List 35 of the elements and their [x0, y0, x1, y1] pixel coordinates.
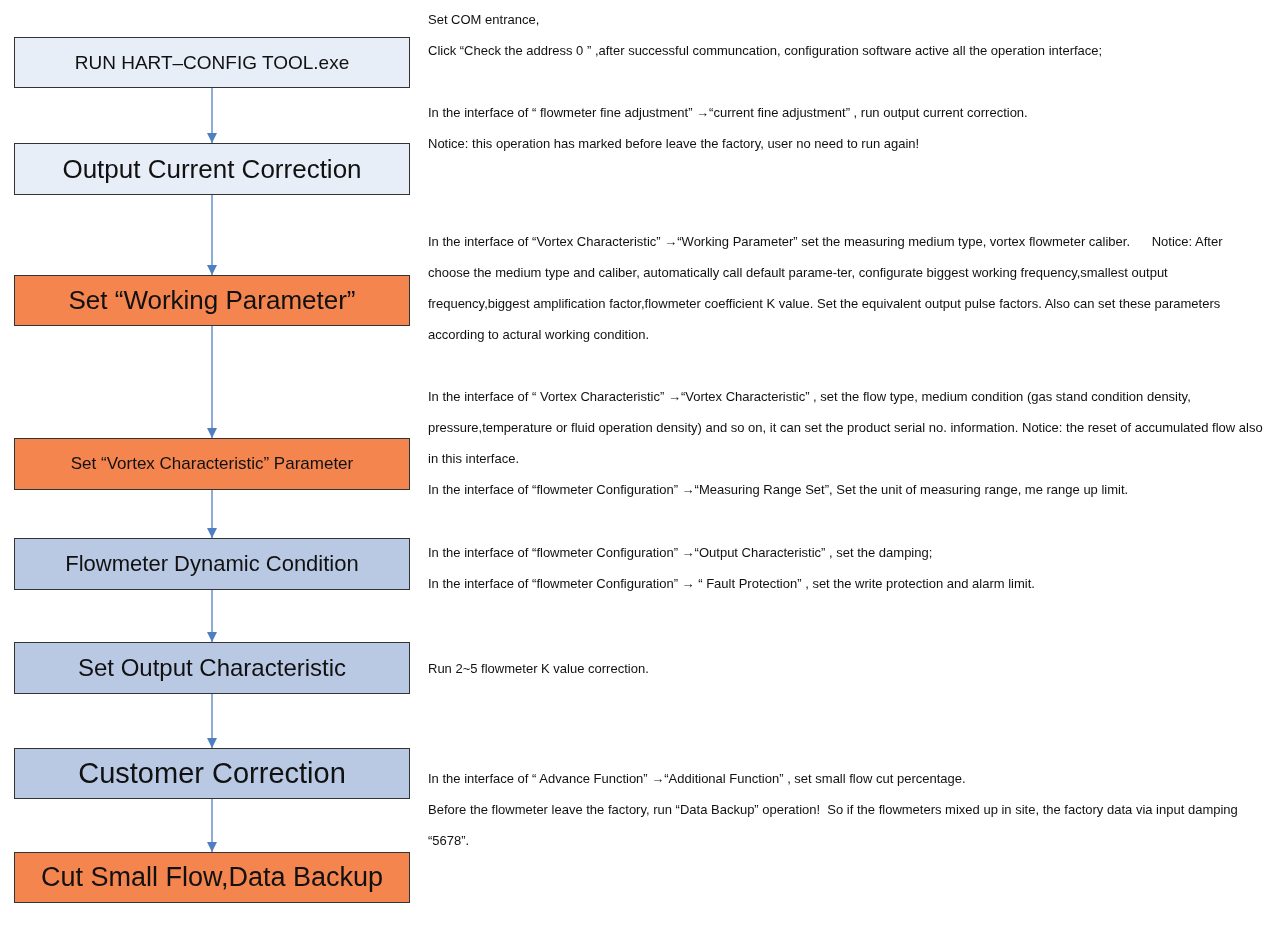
- step-description: Notice: this operation has marked before leave the factory, user no need to run again!: [428, 135, 921, 153]
- step-description: Click “Check the address 0 ” ,after successful communcation, configuration software active all the operation interface;: [428, 42, 1104, 60]
- process-box: [14, 143, 410, 195]
- arrow: [207, 489, 217, 539]
- step-description: Before the flowmeter leave the factory, run “Data Backup” operation! So if the flowmeters mixed up in site, the factory data via input damping “5678”.: [428, 801, 1239, 850]
- arrow: [207, 693, 217, 749]
- process-box: [14, 275, 410, 326]
- process-box: [14, 538, 410, 590]
- step-description: In the interface of “ Vortex Characteristic” →“Vortex Characteristic” , set the flow type, medium condition (gas stand condition density, pressure,temperature or fluid operation density) and so on, it can set the product serial no. information. Notice: the reset of accumulated flow also in this interface.: [428, 388, 1264, 468]
- step-description: Run 2~5 flowmeter K value correction.: [428, 660, 650, 678]
- process-box: [14, 438, 410, 490]
- step-label: Cut Small Flow,Data Backup: [40, 862, 384, 893]
- step-label: RUN HART–CONFIG TOOL.exe: [74, 51, 350, 74]
- arrow: [207, 589, 217, 643]
- step-description: In the interface of “flowmeter Configuration” → “ Fault Protection” , set the write protection and alarm limit.: [428, 575, 1036, 593]
- step-label: Flowmeter Dynamic Condition: [65, 551, 359, 577]
- step-label: Customer Correction: [78, 757, 346, 790]
- step-description: In the interface of “Vortex Characteristic” →“Working Parameter” set the measuring medium type, vortex flowmeter caliber. Notice: After choose the medium type and caliber, automatically call default parame-ter, configurate biggest working frequency,smallest output frequency,biggest amplification factor,flowmeter coefficient K value. Set the equivalent output pulse factors. Also can set these parameters according to actural working condition.: [428, 233, 1224, 344]
- arrow: [207, 798, 217, 853]
- step-description: Set COM entrance,: [428, 11, 541, 29]
- process-box: [14, 642, 410, 694]
- step-description: In the interface of “flowmeter Configuration” →“Measuring Range Set”, Set the unit of measuring range, me range up limit.: [428, 481, 1130, 499]
- step-label: Output Current Correction: [62, 153, 362, 185]
- step-label: Set “Vortex Characteristic” Parameter: [70, 454, 354, 474]
- step-label: Set “Working Parameter”: [68, 285, 356, 316]
- step-description: In the interface of “flowmeter Configuration” →“Output Characteristic” , set the damping;: [428, 544, 934, 562]
- step-description: In the interface of “ Advance Function” →“Additional Function” , set small flow cut percentage.: [428, 770, 967, 788]
- process-box: [14, 37, 410, 88]
- process-box: [14, 852, 410, 903]
- step-label: Set Output Characteristic: [77, 654, 347, 682]
- process-box: [14, 748, 410, 799]
- arrow: [207, 87, 217, 144]
- step-description: In the interface of “ flowmeter fine adjustment” →“current fine adjustment” , run output current correction.: [428, 104, 1029, 122]
- arrow: [207, 325, 217, 439]
- arrow: [207, 194, 217, 276]
